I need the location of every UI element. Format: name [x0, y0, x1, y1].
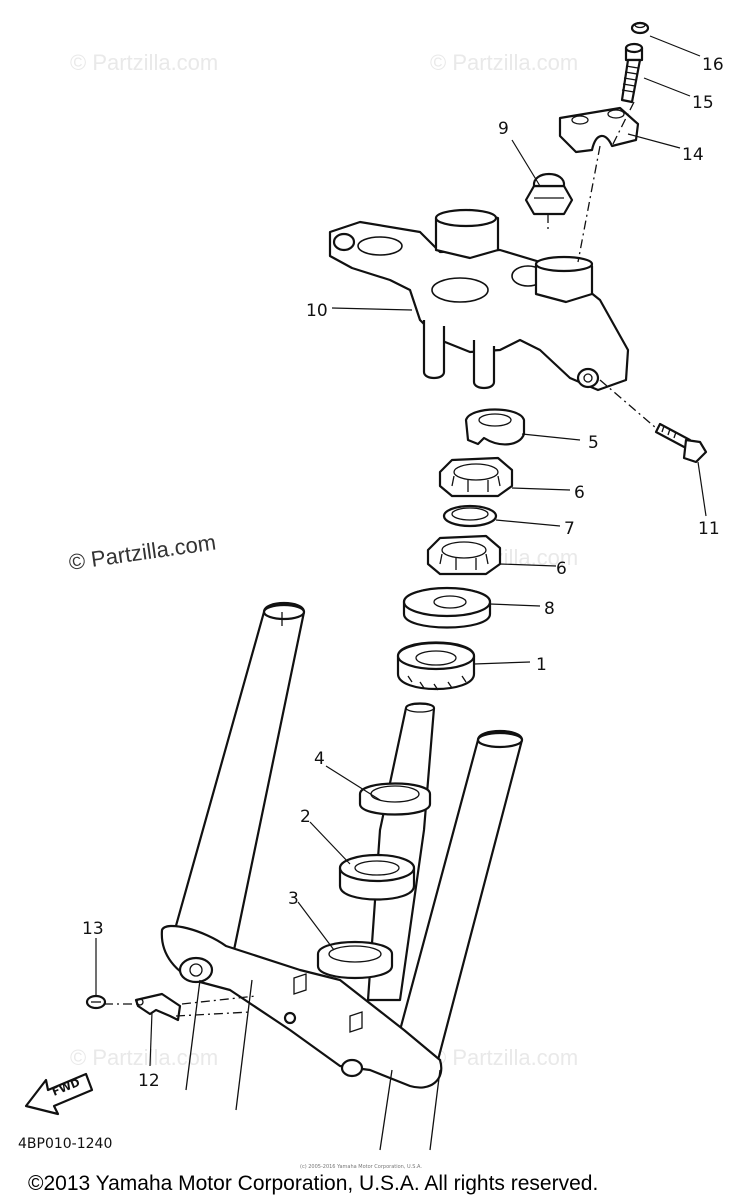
part-6-ring-nut-lower[interactable]: [426, 534, 502, 576]
part-12-clamp[interactable]: [134, 992, 182, 1022]
part-6-ring-nut-upper[interactable]: [438, 456, 514, 498]
watermark: © Partzilla.com: [430, 50, 578, 75]
callout-13: 13: [82, 919, 104, 939]
fork-tube-right[interactable]: [390, 730, 524, 1062]
small-print: (c) 2005-2016 Yamaha Motor Corporation, …: [300, 1164, 422, 1170]
steering-stem[interactable]: [366, 702, 436, 1002]
part-3-lower-seal[interactable]: [316, 940, 394, 980]
part-1-bearing[interactable]: [396, 641, 476, 691]
callout-1: 1: [536, 655, 547, 675]
assembly-axis-lines: [104, 101, 657, 1017]
callout-8: 8: [544, 599, 555, 619]
callout-4: 4: [314, 749, 325, 769]
lower-bracket[interactable]: [160, 925, 443, 1151]
callout-2: 2: [300, 807, 311, 827]
callout-11: 11: [698, 519, 720, 539]
part-7-washer[interactable]: [442, 504, 498, 528]
part-11-pinch-bolt[interactable]: [654, 422, 708, 464]
callout-12: 12: [138, 1071, 160, 1091]
fork-tube-left[interactable]: [170, 601, 306, 952]
watermark: © Partzilla.com: [70, 1045, 218, 1070]
watermark: © Partzilla.com: [70, 50, 218, 75]
part-10-upper-bracket[interactable]: [328, 208, 630, 392]
part-9-crown-nut[interactable]: [524, 173, 574, 216]
part-14-upper-holder[interactable]: [558, 106, 640, 154]
watermark-main: © Partzilla.com: [67, 530, 217, 575]
diagram-code: 4BP010-1240: [18, 1136, 112, 1152]
part-4-dust-seal[interactable]: [358, 782, 432, 816]
copyright-notice: ©2013 Yamaha Motor Corporation, U.S.A. A…: [28, 1172, 598, 1195]
callout-6-lower: 6: [556, 559, 567, 579]
leader-lines: [95, 35, 707, 1067]
part-13-screw[interactable]: [85, 994, 107, 1010]
callout-3: 3: [288, 889, 299, 909]
part-16-cap[interactable]: [630, 21, 650, 35]
watermark: © Partzilla.com: [430, 1045, 578, 1070]
part-8-bearing-cover[interactable]: [402, 586, 492, 629]
callout-16: 16: [702, 55, 724, 75]
callout-15: 15: [692, 93, 714, 113]
part-15-bolt[interactable]: [620, 42, 644, 104]
callout-9: 9: [498, 119, 509, 139]
callout-7: 7: [564, 519, 575, 539]
part-2-lower-bearing[interactable]: [338, 853, 416, 901]
watermark-group: © Partzilla.com © Partzilla.com © Partzi…: [70, 50, 578, 1070]
forward-arrow: FWD: [24, 1072, 94, 1116]
callout-group: 16 15 14 9 10 5 6 7 6 8 1 11 4 2 3 13 12: [82, 55, 724, 1091]
callout-14: 14: [682, 145, 704, 165]
callout-10: 10: [306, 301, 328, 321]
callout-5: 5: [588, 433, 599, 453]
part-5-lock-washer[interactable]: [464, 408, 526, 446]
callout-6-upper: 6: [574, 483, 585, 503]
